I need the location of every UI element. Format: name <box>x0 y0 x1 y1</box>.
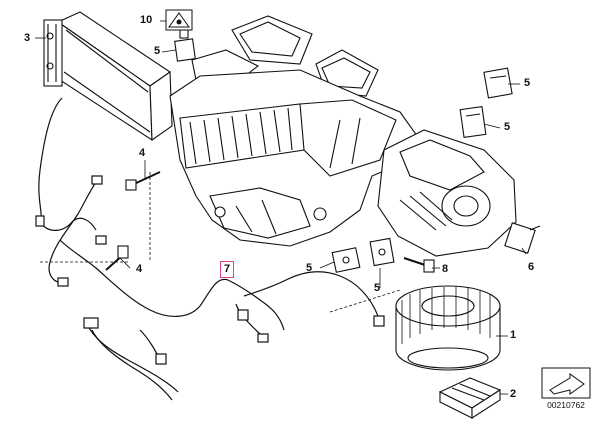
catalog-number: 00210762 <box>547 400 585 410</box>
blower-motor-drawing <box>395 285 501 371</box>
leader-lines <box>35 20 527 395</box>
part-label-5: 5 <box>374 282 381 294</box>
catalog-arrow-symbol <box>541 367 591 399</box>
part-label-5: 5 <box>154 45 161 57</box>
part-label-10: 10 <box>140 14 153 26</box>
part-label-1: 1 <box>510 329 517 341</box>
wiring-harness-drawing <box>35 97 385 401</box>
part-label-3: 3 <box>24 32 31 44</box>
part-label-5: 5 <box>504 121 511 133</box>
heater-core-drawing <box>43 11 173 142</box>
part-label-4: 4 <box>136 263 143 275</box>
part-label-8: 8 <box>442 263 449 275</box>
warning-label-drawing <box>165 9 193 31</box>
part-label-5: 5 <box>524 77 531 89</box>
part-label-5: 5 <box>306 262 313 274</box>
hvac-housing-drawing <box>169 15 421 247</box>
part-label-2: 2 <box>510 388 517 400</box>
blower-housing-drawing <box>377 129 517 257</box>
part-label-7-highlighted[interactable]: 7 <box>220 261 235 278</box>
part-label-4: 4 <box>139 147 146 159</box>
blower-resistor-drawing <box>438 377 502 420</box>
part-label-6: 6 <box>528 261 535 273</box>
actuator-motors-drawing <box>174 29 541 273</box>
